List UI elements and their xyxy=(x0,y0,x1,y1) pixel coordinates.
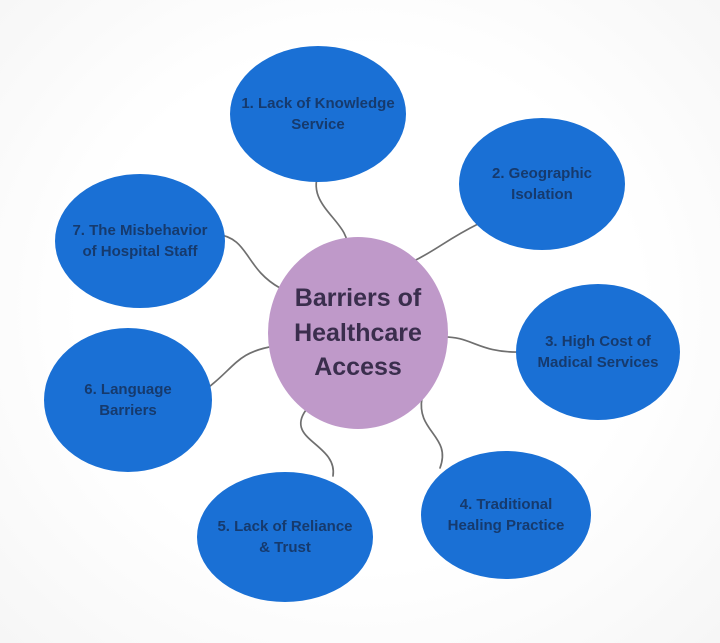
node-7-misbehavior-of-hospital-staff: 7. The Misbehavior of Hospital Staff xyxy=(55,174,225,308)
node-label: 1. Lack of Knowledge Service xyxy=(241,95,395,133)
node-6-language-barriers: 6. Language Barriers xyxy=(44,328,212,472)
node-label: 5. Lack of Reliance & Trust xyxy=(217,518,353,556)
connector-center-node2 xyxy=(411,223,479,263)
connector-center-node6 xyxy=(204,345,276,391)
node-1-lack-of-knowledge-service: 1. Lack of Knowledge Service xyxy=(230,46,406,182)
connector-center-node7 xyxy=(215,233,281,289)
node-3-high-cost-of-medical-services: 3. High Cost of Madical Services xyxy=(516,284,680,420)
node-label: 7. The Misbehavior of Hospital Staff xyxy=(72,222,208,260)
node-label: 4. Traditional Healing Practice xyxy=(447,496,565,534)
connector-center-node5 xyxy=(299,409,334,477)
node-label: 6. Language Barriers xyxy=(84,381,172,419)
center-node-label: Barriers of Healthcare Access xyxy=(294,284,422,382)
node-2-geographic-isolation: 2. Geographic Isolation xyxy=(459,118,625,250)
node-5-lack-of-reliance-trust: 5. Lack of Reliance & Trust xyxy=(197,472,373,602)
center-node: Barriers of Healthcare Access xyxy=(268,237,448,429)
node-label: 3. High Cost of Madical Services xyxy=(537,333,659,371)
node-4-traditional-healing-practice: 4. Traditional Healing Practice xyxy=(421,451,591,579)
node-label: 2. Geographic Isolation xyxy=(491,165,593,203)
connector-center-node4 xyxy=(420,397,444,469)
connector-center-node3 xyxy=(441,336,521,353)
